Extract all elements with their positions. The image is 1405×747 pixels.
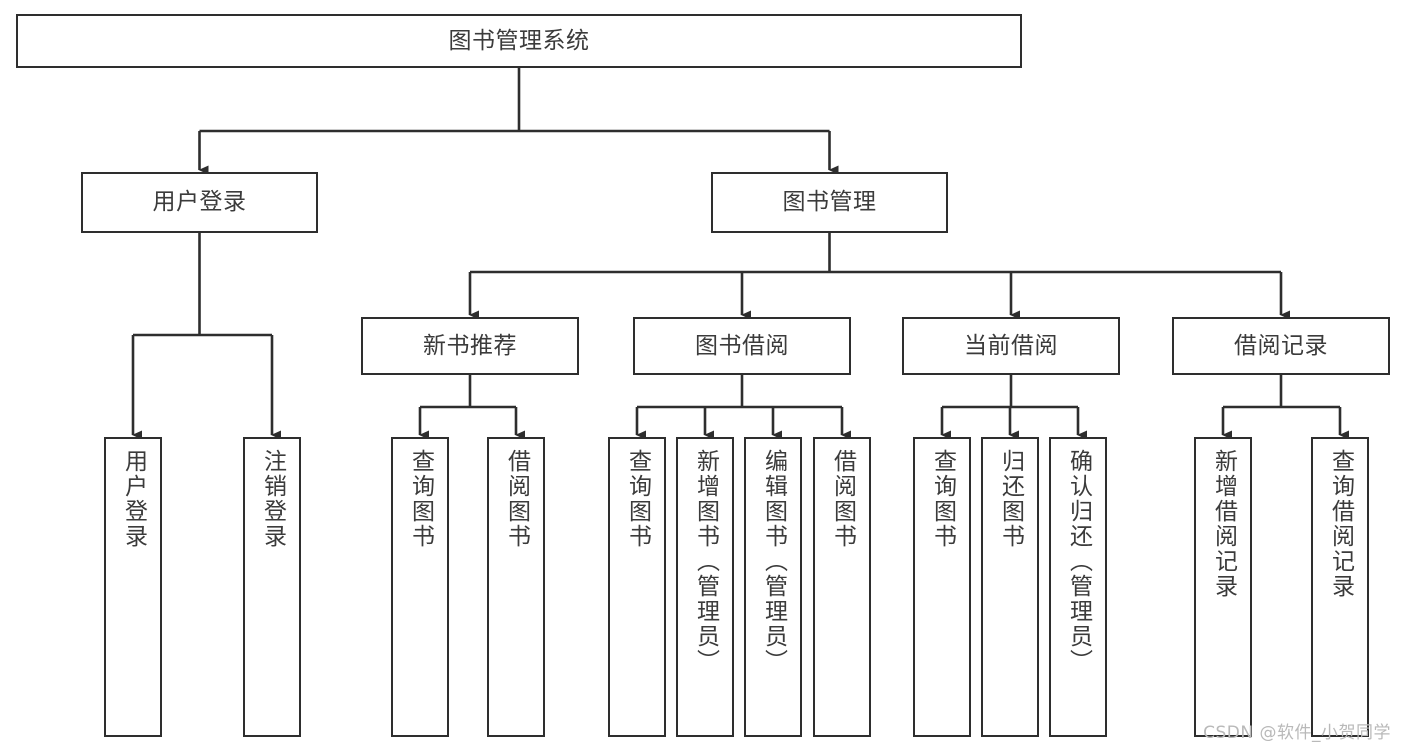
node-leaf-borrow-book-rec[interactable]: 借阅图书 xyxy=(487,437,545,737)
node-leaf-query-record[interactable]: 查询借阅记录 xyxy=(1311,437,1369,737)
node-label: 编辑图书（管理员） xyxy=(760,449,787,674)
node-label: 归还图书 xyxy=(997,449,1024,549)
node-user-login[interactable]: 用户登录 xyxy=(81,172,318,233)
node-label: 用户登录 xyxy=(152,189,247,216)
node-label: 用户登录 xyxy=(120,449,147,549)
node-label: 当前借阅 xyxy=(964,332,1058,359)
node-label: 借阅记录 xyxy=(1234,332,1328,359)
node-leaf-add-record[interactable]: 新增借阅记录 xyxy=(1194,437,1252,737)
node-leaf-user-logout[interactable]: 注销登录 xyxy=(243,437,301,737)
watermark: CSDN @软件_小贺同学 xyxy=(1203,723,1391,743)
node-leaf-user-login[interactable]: 用户登录 xyxy=(104,437,162,737)
node-label: 查询图书 xyxy=(624,449,651,549)
node-label: 新书推荐 xyxy=(423,332,517,359)
node-leaf-query-book-borrow[interactable]: 查询图书 xyxy=(608,437,666,737)
node-book-manage[interactable]: 图书管理 xyxy=(711,172,948,233)
node-leaf-edit-book[interactable]: 编辑图书（管理员） xyxy=(744,437,802,737)
node-label: 图书管理系统 xyxy=(448,27,590,54)
node-new-book-rec[interactable]: 新书推荐 xyxy=(361,317,579,375)
node-book-borrow[interactable]: 图书借阅 xyxy=(633,317,851,375)
node-label: 查询图书 xyxy=(407,449,434,549)
node-current-borrow[interactable]: 当前借阅 xyxy=(902,317,1120,375)
node-label: 借阅图书 xyxy=(503,449,530,549)
node-label: 图书管理 xyxy=(782,189,877,216)
node-borrow-record[interactable]: 借阅记录 xyxy=(1172,317,1390,375)
node-label: 查询图书 xyxy=(929,449,956,549)
node-leaf-query-book-current[interactable]: 查询图书 xyxy=(913,437,971,737)
node-label: 新增借阅记录 xyxy=(1210,449,1237,599)
node-label: 新增图书（管理员） xyxy=(692,449,719,674)
node-label: 图书借阅 xyxy=(695,332,789,359)
node-leaf-return-book[interactable]: 归还图书 xyxy=(981,437,1039,737)
node-label: 查询借阅记录 xyxy=(1327,449,1354,599)
node-root[interactable]: 图书管理系统 xyxy=(16,14,1022,68)
node-leaf-confirm-return[interactable]: 确认归还（管理员） xyxy=(1049,437,1107,737)
node-label: 借阅图书 xyxy=(829,449,856,549)
node-leaf-add-book[interactable]: 新增图书（管理员） xyxy=(676,437,734,737)
node-label: 确认归还（管理员） xyxy=(1065,449,1092,674)
node-label: 注销登录 xyxy=(259,449,286,549)
node-leaf-query-book-rec[interactable]: 查询图书 xyxy=(391,437,449,737)
node-leaf-borrow-book[interactable]: 借阅图书 xyxy=(813,437,871,737)
